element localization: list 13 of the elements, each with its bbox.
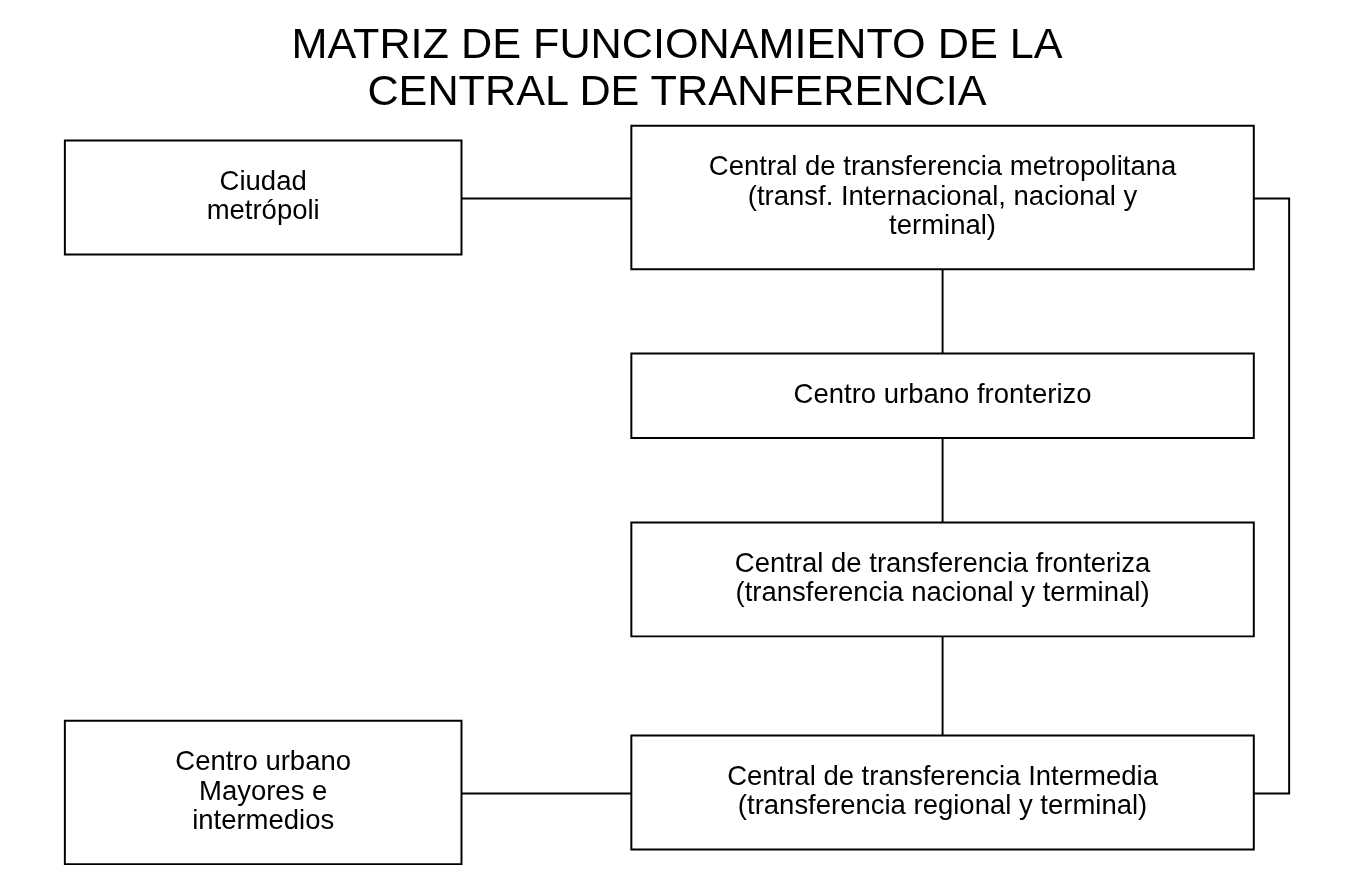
node-box: Central de transferencia fronteriza (transferencia nacional y terminal) <box>629 521 1255 638</box>
node-box: Central de transferencia metropolitana (transf. Internacional, nacional y terminal) <box>629 124 1255 271</box>
node-box: Centro urbano fronterizo <box>629 352 1255 440</box>
connector <box>460 197 632 200</box>
diagram-title: MATRIZ DE FUNCIONAMIENTO DE LA CENTRAL DE TRANFERENCIA <box>290 19 1063 115</box>
connector <box>941 268 944 355</box>
connector <box>941 437 944 524</box>
node-box: Ciudad metrópoli <box>63 139 462 256</box>
connector <box>460 792 632 795</box>
node-box: Centro urbano Mayores e intermedios <box>63 719 462 866</box>
connector <box>941 635 944 737</box>
connector <box>1252 197 1290 795</box>
node-box: Central de transferencia Intermedia (transferencia regional y terminal) <box>629 734 1255 851</box>
